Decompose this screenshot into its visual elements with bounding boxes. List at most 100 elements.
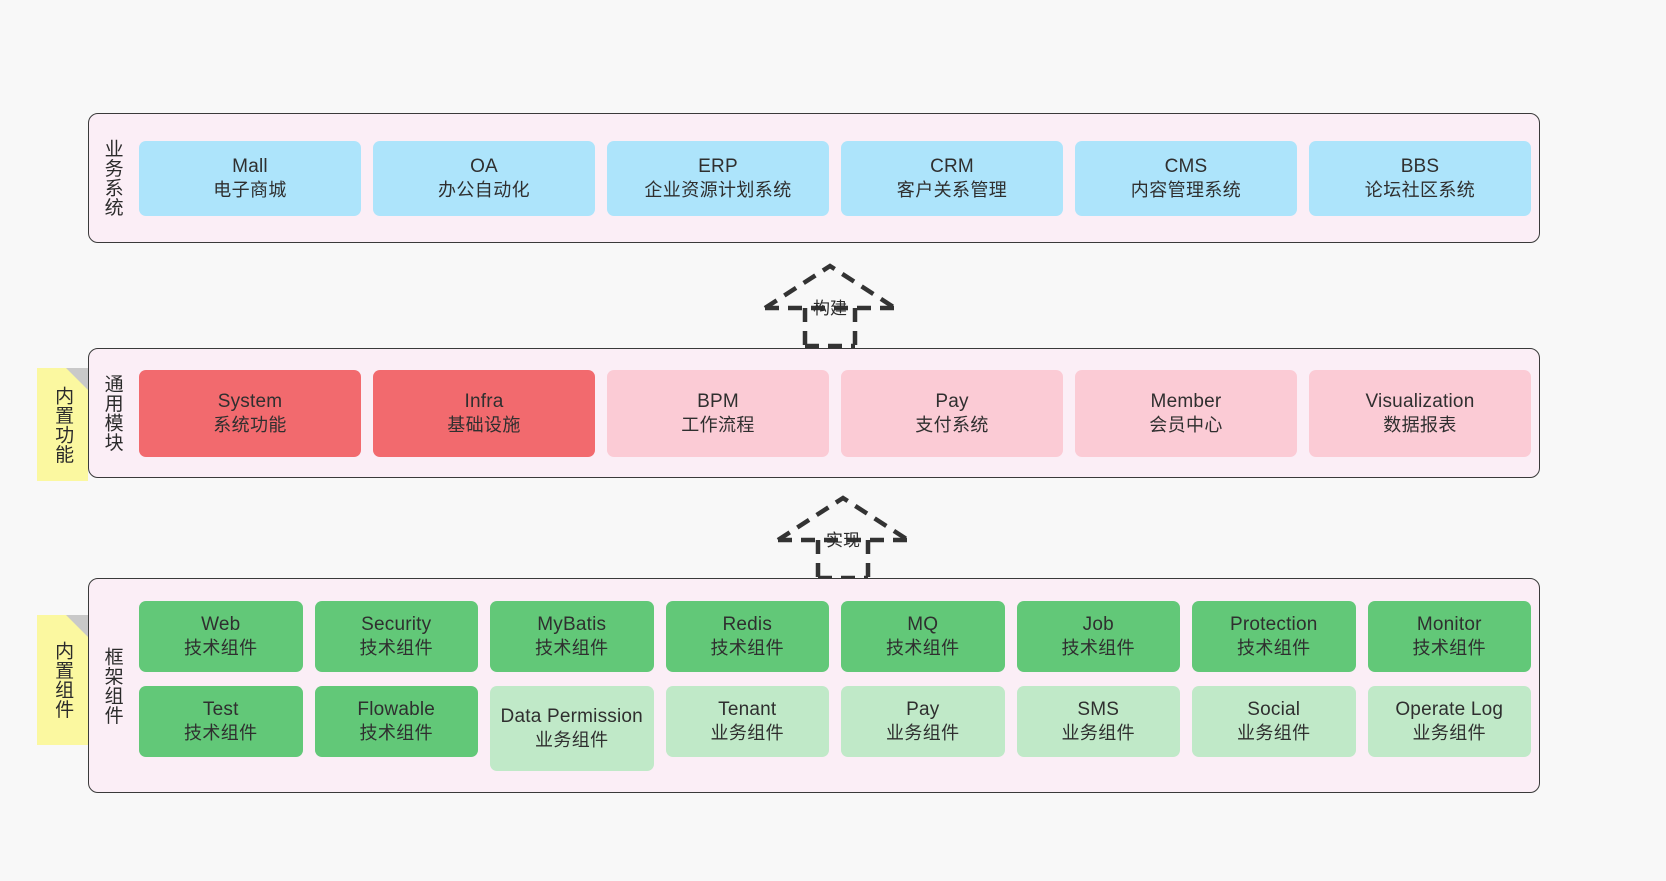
note-builtin-features-label: 内置功能: [52, 385, 74, 464]
framework-box-test[interactable]: Test 技术组件: [139, 685, 303, 757]
box-title-en: Flowable: [357, 699, 436, 721]
connector-build-label: 构建: [813, 299, 847, 318]
box-title-cn: 技术组件: [1412, 637, 1487, 658]
business-box-mall[interactable]: Mall 电子商城: [139, 140, 361, 216]
box-title-en: CRM: [930, 156, 974, 178]
box-title-cn: 技术组件: [359, 637, 434, 658]
module-box-pay[interactable]: Pay 支付系统: [841, 369, 1063, 457]
note-builtin-components-label: 内置组件: [52, 641, 74, 719]
box-title-en: BBS: [1400, 156, 1440, 178]
box-title-en: Pay: [935, 391, 969, 413]
framework-box-security[interactable]: Security 技术组件: [314, 600, 478, 672]
module-box-visualization[interactable]: Visualization 数据报表: [1309, 369, 1531, 457]
box-title-cn: 业务组件: [1061, 722, 1136, 743]
box-title-cn: 技术组件: [534, 637, 609, 658]
box-title-cn: 业务组件: [1236, 722, 1311, 743]
box-title-en: BPM: [697, 391, 739, 413]
layer-framework-components-items: Web 技术组件 Security 技术组件 MyBatis 技术组件 Redi…: [135, 579, 1539, 792]
box-title-en: Social: [1247, 699, 1301, 721]
box-title-en: Mall: [232, 156, 268, 178]
box-title-cn: 数据报表: [1383, 414, 1457, 435]
box-title-cn: 技术组件: [1236, 637, 1311, 658]
module-box-infra[interactable]: Infra 基础设施: [373, 369, 595, 457]
box-title-en: Pay: [906, 699, 940, 721]
connector-implement: 实现: [768, 490, 918, 581]
layer-business-system-items: Mall 电子商城 OA 办公自动化 ERP 企业资源计划系统 CRM 客户关系…: [135, 114, 1539, 242]
module-box-system[interactable]: System 系统功能: [139, 369, 361, 457]
box-title-cn: 技术组件: [885, 637, 960, 658]
box-title-cn: 办公自动化: [438, 179, 530, 200]
box-title-cn: 支付系统: [915, 414, 989, 435]
framework-box-operate-log[interactable]: Operate Log 业务组件: [1367, 685, 1531, 757]
box-title-en: OA: [470, 156, 498, 178]
box-title-cn: 论坛社区系统: [1364, 179, 1476, 200]
box-title-cn: 技术组件: [710, 637, 785, 658]
box-title-cn: 电子商城: [213, 179, 287, 200]
box-title-cn: 工作流程: [681, 414, 755, 435]
box-title-en: Visualization: [1365, 391, 1475, 413]
box-title-en: ERP: [698, 156, 738, 178]
layer-business-system-title: 业务系统: [101, 139, 123, 217]
framework-box-web[interactable]: Web 技术组件: [139, 600, 303, 672]
box-title-en: Web: [201, 614, 241, 636]
box-title-cn: 会员中心: [1149, 414, 1223, 435]
connector-build: 构建: [755, 258, 905, 349]
module-box-bpm[interactable]: BPM 工作流程: [607, 369, 829, 457]
framework-box-redis[interactable]: Redis 技术组件: [665, 600, 829, 672]
business-box-bbs[interactable]: BBS 论坛社区系统: [1309, 140, 1531, 216]
box-title-en: MQ: [907, 614, 939, 636]
box-title-cn: 客户关系管理: [896, 179, 1008, 200]
box-title-cn: 业务组件: [1412, 722, 1487, 743]
box-title-cn: 业务组件: [534, 729, 609, 750]
framework-box-sms[interactable]: SMS 业务组件: [1016, 685, 1180, 757]
box-title-en: Tenant: [718, 699, 777, 721]
business-box-cms[interactable]: CMS 内容管理系统: [1075, 140, 1297, 216]
box-title-en: Infra: [464, 391, 504, 413]
box-title-en: Protection: [1229, 614, 1318, 636]
layer-common-modules-title: 通用模块: [101, 374, 123, 452]
note-builtin-features: 内置功能: [37, 368, 88, 481]
framework-box-job[interactable]: Job 技术组件: [1016, 600, 1180, 672]
framework-row-business: Test 技术组件 Flowable 技术组件 Data Permission …: [139, 685, 1531, 771]
box-title-en: Member: [1150, 391, 1222, 413]
framework-box-monitor[interactable]: Monitor 技术组件: [1367, 600, 1531, 672]
box-title-cn: 系统功能: [213, 414, 287, 435]
box-title-en: Job: [1082, 614, 1114, 636]
box-title-cn: 业务组件: [885, 722, 960, 743]
box-title-en: Monitor: [1416, 614, 1482, 636]
framework-box-mq[interactable]: MQ 技术组件: [841, 600, 1005, 672]
note-builtin-components: 内置组件: [37, 615, 88, 745]
layer-common-modules: 通用模块 System 系统功能 Infra 基础设施 BPM 工作流程 Pay…: [88, 348, 1540, 478]
framework-box-protection[interactable]: Protection 技术组件: [1192, 600, 1356, 672]
box-title-en: SMS: [1077, 699, 1120, 721]
layer-framework-components: 框架组件 Web 技术组件 Security 技术组件 MyBatis 技术组件…: [88, 578, 1540, 793]
layer-framework-components-title: 框架组件: [101, 646, 123, 725]
framework-box-data-permission[interactable]: Data Permission 业务组件: [490, 685, 654, 771]
framework-box-pay[interactable]: Pay 业务组件: [841, 685, 1005, 757]
framework-box-mybatis[interactable]: MyBatis 技术组件: [490, 600, 654, 672]
framework-box-flowable[interactable]: Flowable 技术组件: [314, 685, 478, 757]
box-title-cn: 企业资源计划系统: [644, 179, 792, 200]
business-box-crm[interactable]: CRM 客户关系管理: [841, 140, 1063, 216]
box-title-en: System: [217, 391, 283, 413]
layer-common-modules-items: System 系统功能 Infra 基础设施 BPM 工作流程 Pay 支付系统…: [135, 349, 1539, 477]
box-title-cn: 内容管理系统: [1130, 179, 1242, 200]
connector-implement-label: 实现: [826, 531, 860, 550]
business-box-erp[interactable]: ERP 企业资源计划系统: [607, 140, 829, 216]
box-title-cn: 技术组件: [183, 637, 258, 658]
box-title-en: Operate Log: [1395, 699, 1504, 721]
box-title-cn: 业务组件: [710, 722, 785, 743]
module-box-member[interactable]: Member 会员中心: [1075, 369, 1297, 457]
business-box-oa[interactable]: OA 办公自动化: [373, 140, 595, 216]
box-title-cn: 技术组件: [183, 722, 258, 743]
box-title-cn: 技术组件: [359, 722, 434, 743]
framework-box-social[interactable]: Social 业务组件: [1192, 685, 1356, 757]
note-fold-corner-icon: [66, 615, 88, 637]
box-title-en: Data Permission: [500, 706, 643, 728]
box-title-en: MyBatis: [537, 614, 607, 636]
box-title-en: Security: [361, 614, 432, 636]
layer-business-system: 业务系统 Mall 电子商城 OA 办公自动化 ERP 企业资源计划系统 CRM…: [88, 113, 1540, 243]
framework-box-tenant[interactable]: Tenant 业务组件: [665, 685, 829, 757]
framework-row-tech: Web 技术组件 Security 技术组件 MyBatis 技术组件 Redi…: [139, 600, 1531, 672]
